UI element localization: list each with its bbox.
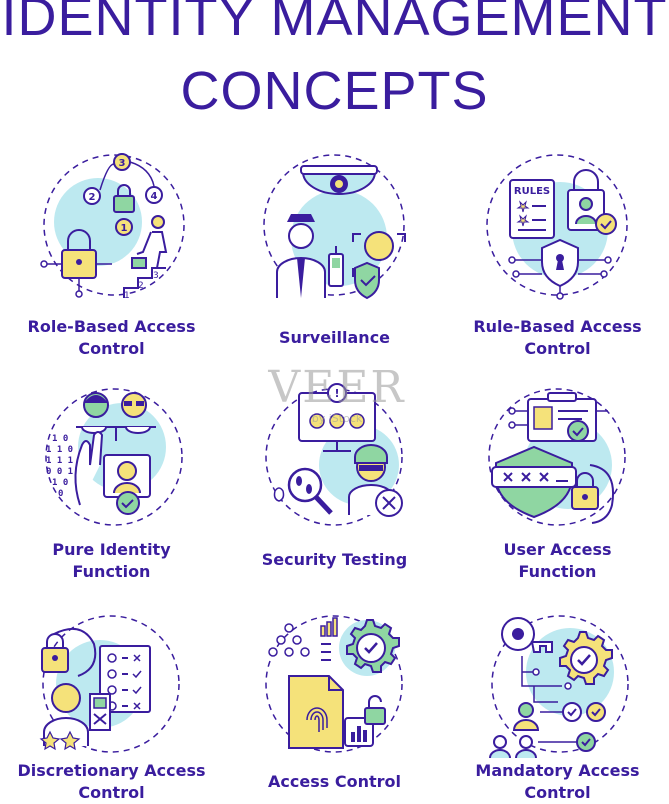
svg-text:3: 3 (119, 158, 126, 169)
user-access-icon (482, 385, 632, 535)
svg-text:3: 3 (153, 271, 159, 281)
security-testing-label-line-1: Security Testing (261, 550, 408, 569)
svg-text:RULES: RULES (514, 186, 550, 197)
concept-surveillance: Surveillance (223, 150, 446, 365)
svg-text:2: 2 (138, 281, 144, 291)
pure-identity-label: Pure Identity Function (0, 539, 223, 583)
role-based-access-label-line-2: Control (78, 339, 145, 358)
surveillance-label: Surveillance (223, 327, 446, 349)
user-access-label: User Access Function (446, 539, 669, 583)
pure-identity-icon: 1 0 1 1 0 1 1 1 0 0 1 1 0 0 (36, 385, 186, 535)
binary-digits: 1 0 1 1 0 1 1 1 0 0 1 1 0 0 (46, 434, 73, 499)
discretionary-access-label-line-1: Discretionary Access (17, 761, 206, 780)
role-based-access-icon: 3 2 4 1 3 2 1 (36, 150, 186, 301)
security-testing-label: Security Testing (223, 549, 446, 571)
access-control-label-line-1: Access Control (268, 772, 401, 791)
mandatory-access-label-line-1: Mandatory Access (475, 761, 640, 780)
svg-text:!: ! (334, 387, 339, 400)
rule-based-access-icon: RULES (482, 150, 632, 300)
concept-rule-based-access: RULES Rule-Based Access Control (446, 150, 669, 365)
user-access-label-line-2: Function (518, 562, 597, 581)
discretionary-access-icon (36, 612, 186, 762)
page-title-line-2: CONCEPTS (180, 61, 489, 121)
rule-based-access-label-line-2: Control (524, 339, 591, 358)
security-testing-icon: ! (259, 383, 409, 535)
svg-text:1 0: 1 0 (52, 478, 68, 488)
concept-role-based-access: 3 2 4 1 3 2 1 Ro (0, 150, 223, 365)
discretionary-access-label-line-2: Control (78, 783, 145, 802)
rule-based-access-label: Rule-Based Access Control (446, 316, 669, 360)
svg-text:4: 4 (151, 191, 158, 202)
rule-based-access-label-line-1: Rule-Based Access (473, 317, 642, 336)
svg-text:1: 1 (121, 223, 128, 234)
pure-identity-label-line-2: Function (72, 562, 151, 581)
svg-text:0: 0 (58, 489, 63, 499)
svg-text:1: 1 (124, 291, 130, 301)
concept-pure-identity: 1 0 1 1 0 1 1 1 0 0 1 1 0 0 Pure Identit… (0, 385, 223, 600)
svg-text:2: 2 (89, 192, 96, 203)
mandatory-access-icon (482, 612, 632, 762)
mandatory-access-label-line-2: Control (524, 783, 591, 802)
svg-text:1 0: 1 0 (52, 434, 68, 444)
discretionary-access-label: Discretionary Access Control (0, 760, 223, 804)
concept-mandatory-access: Mandatory Access Control (446, 612, 669, 802)
pure-identity-label-line-1: Pure Identity (52, 540, 171, 559)
access-control-label: Access Control (223, 771, 446, 793)
svg-text:0 0 1: 0 0 1 (46, 467, 73, 477)
mandatory-access-label: Mandatory Access Control (446, 760, 669, 804)
svg-text:1 1 0: 1 1 0 (46, 445, 73, 455)
surveillance-label-line-1: Surveillance (278, 328, 391, 347)
surveillance-icon (259, 150, 409, 300)
role-based-access-label: Role-Based Access Control (0, 316, 223, 360)
concept-discretionary-access: Discretionary Access Control (0, 612, 223, 802)
user-access-label-line-1: User Access (503, 540, 612, 559)
svg-text:1 1 1: 1 1 1 (46, 456, 73, 466)
concept-user-access: User Access Function (446, 385, 669, 600)
page-title-line-1: IDENTITY MANAGEMENT (1, 0, 668, 47)
role-based-access-label-line-1: Role-Based Access (27, 317, 196, 336)
concept-access-control: Access Control (223, 612, 446, 800)
access-control-icon (259, 612, 409, 762)
concept-security-testing: ! Security Testing (223, 383, 446, 600)
